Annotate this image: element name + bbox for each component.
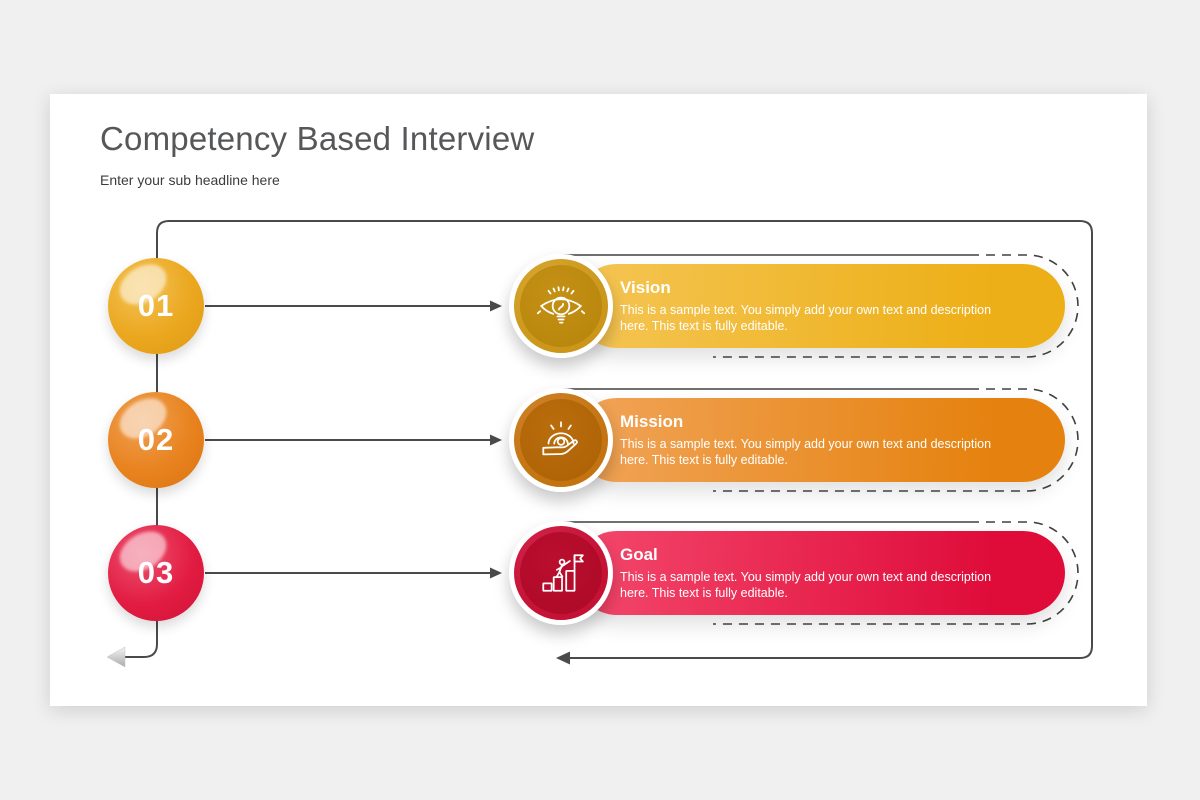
- flag-steps-icon: [542, 554, 584, 592]
- slide: Competency Based Interview Enter your su…: [50, 94, 1147, 706]
- goal-icon-circle: [509, 521, 613, 625]
- step-circle-02: 02: [108, 392, 204, 488]
- step-circle-01: 01: [108, 258, 204, 354]
- step-number-03: 03: [137, 555, 175, 590]
- pill-mission: Mission This is a sample text. You simpl…: [575, 398, 1065, 482]
- pill-goal: Goal This is a sample text. You simply a…: [575, 531, 1065, 615]
- pill-vision: Vision This is a sample text. You simply…: [575, 264, 1065, 348]
- pill-description-vision: This is a sample text. You simply add yo…: [620, 302, 992, 333]
- step-number-02: 02: [137, 422, 175, 457]
- pill-description-goal: This is a sample text. You simply add yo…: [620, 569, 992, 600]
- pill-title-vision: Vision: [620, 277, 671, 297]
- hand-sunrise-icon: [542, 421, 578, 456]
- pill-title-goal: Goal: [620, 544, 658, 564]
- spine-curl-arrowhead: [106, 646, 126, 668]
- mission-icon-circle: [509, 388, 613, 492]
- eye-lightbulb-icon: [536, 286, 586, 324]
- frame-arrowhead-left: [556, 651, 570, 665]
- pill-title-mission: Mission: [620, 411, 684, 431]
- step-circle-03: 03: [108, 525, 204, 621]
- slide-title: Competency Based Interview: [100, 120, 535, 157]
- vision-icon-circle: [509, 254, 613, 358]
- step-number-01: 01: [137, 288, 175, 323]
- pill-description-mission: This is a sample text. You simply add yo…: [620, 436, 992, 467]
- slide-subtitle: Enter your sub headline here: [100, 172, 280, 188]
